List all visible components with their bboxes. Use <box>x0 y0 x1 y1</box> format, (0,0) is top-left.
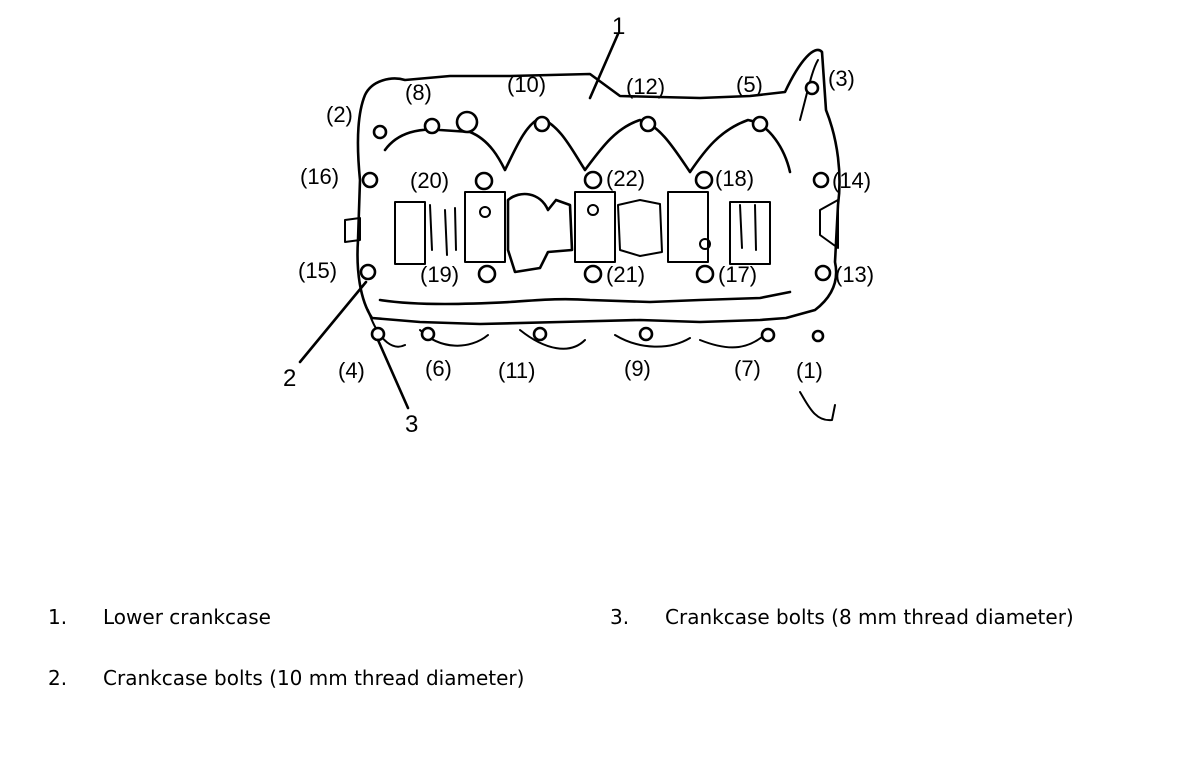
journal-mark <box>479 206 491 218</box>
bolt-15 <box>359 263 377 281</box>
bolt-4 <box>370 326 386 342</box>
bearing-cap <box>729 201 771 265</box>
legend-number: 3. <box>610 605 630 629</box>
bolt-21 <box>583 264 603 284</box>
bolt-label-12: (12) <box>626 74 665 99</box>
bolt-label-18: (18) <box>715 166 754 191</box>
bolt-label-9: (9) <box>624 356 651 381</box>
bolt-label-3: (3) <box>828 66 855 91</box>
journal-mark <box>699 238 711 250</box>
legend-text: Crankcase bolts (10 mm thread diameter) <box>103 666 525 690</box>
bolt-label-11: (11) <box>498 358 536 383</box>
bolt-label-20: (20) <box>410 168 449 193</box>
bearing-cap <box>464 191 506 263</box>
bolt-13 <box>814 264 832 282</box>
leader-line-3 <box>376 338 410 410</box>
bolt-label-6: (6) <box>425 356 452 381</box>
bolt-label-16: (16) <box>300 164 339 189</box>
callout-1: 1 <box>612 13 625 40</box>
bolt-label-4: (4) <box>338 358 365 383</box>
bolt-label-7: (7) <box>734 356 761 381</box>
bearing-cap <box>574 191 616 263</box>
bolt-16 <box>361 171 379 189</box>
bolt-20 <box>474 171 494 191</box>
bearing-cap <box>394 201 426 265</box>
bolt-1 <box>811 329 825 343</box>
bolt-3 <box>804 80 820 96</box>
bolt-label-19: (19) <box>420 262 459 287</box>
bolt-6 <box>420 326 436 342</box>
legend-text: Lower crankcase <box>103 605 271 629</box>
bolt-14 <box>812 171 830 189</box>
bolt-label-13: (13) <box>835 262 874 287</box>
crankshaft <box>506 192 574 274</box>
bolt-10 <box>533 115 551 133</box>
bolt-label-2: (2) <box>326 102 353 127</box>
lower-crankcase-bolt-diagram: 1 2 3 (1) (2) (3) (4) (5) (6) (7) (8) (9… <box>283 13 874 438</box>
leader-line-1 <box>588 32 620 100</box>
bolt-label-17: (17) <box>718 262 757 287</box>
bolt-7 <box>760 327 776 343</box>
housing-hook <box>799 391 836 422</box>
bolt-22 <box>583 170 603 190</box>
bolt-label-10: (10) <box>507 72 546 97</box>
bearing-cap <box>667 191 709 263</box>
bolt-label-21: (21) <box>606 262 645 287</box>
bolt-12 <box>639 115 657 133</box>
detail-strokes <box>344 199 839 350</box>
crankshaft-web <box>617 199 663 257</box>
bolt-18 <box>694 170 714 190</box>
callout-2: 2 <box>283 365 296 392</box>
bolt-label-5: (5) <box>736 72 763 97</box>
bolt-8 <box>423 117 441 135</box>
leader-line-2 <box>298 280 368 364</box>
bolt-label-14: (14) <box>832 168 871 193</box>
bolt-17 <box>695 264 715 284</box>
legend-number: 1. <box>48 605 68 629</box>
bolt-label-22: (22) <box>606 166 645 191</box>
callout-3: 3 <box>405 411 418 438</box>
bolt-11 <box>532 326 548 342</box>
legend-number: 2. <box>48 666 68 690</box>
journal-mark <box>587 204 599 216</box>
crankcase-outline <box>356 48 841 326</box>
bolt-label-15: (15) <box>298 258 337 283</box>
bolt-label-8: (8) <box>405 80 432 105</box>
bolt-5 <box>751 115 769 133</box>
bolt-19 <box>477 264 497 284</box>
legend-text: Crankcase bolts (8 mm thread diameter) <box>665 605 1074 629</box>
bolt-2 <box>372 124 388 140</box>
bearing-arches <box>383 116 792 174</box>
bolt-9 <box>638 326 654 342</box>
bolt-8-head <box>455 110 479 134</box>
lower-skirt <box>378 290 792 306</box>
bolt-label-1: (1) <box>796 358 823 383</box>
